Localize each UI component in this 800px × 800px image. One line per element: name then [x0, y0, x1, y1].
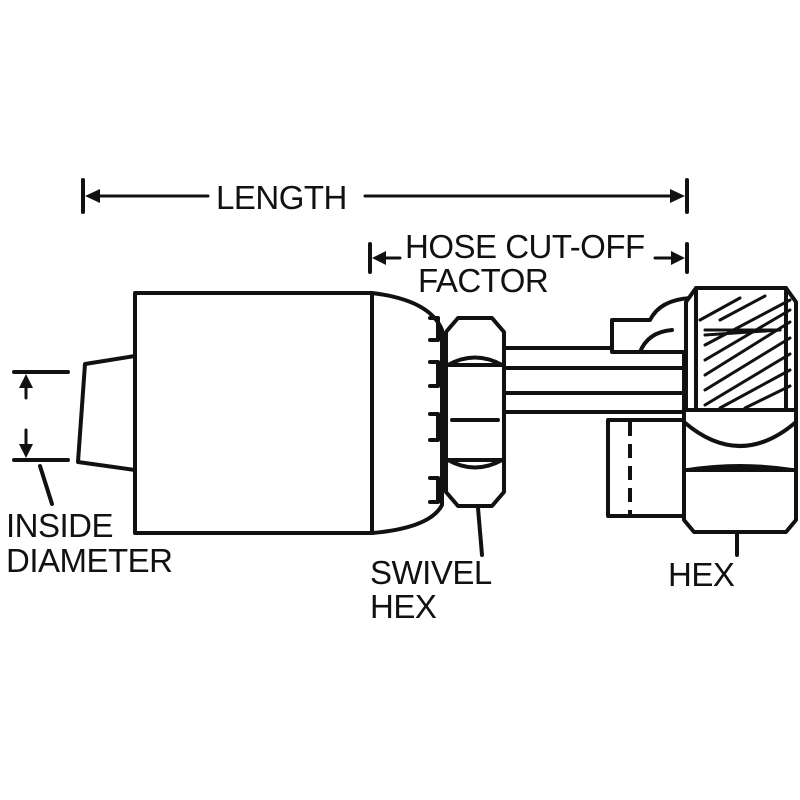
sleeve	[606, 418, 686, 518]
hex-nut	[682, 408, 798, 534]
cutoff-label-line1: HOSE CUT-OFF	[405, 228, 645, 265]
elbow-bend-curve	[638, 328, 674, 354]
hose-cutoff-dimension: HOSE CUT-OFF FACTOR	[368, 228, 689, 299]
cutoff-arrow-right	[671, 251, 685, 265]
elbow-tube	[502, 346, 686, 414]
id-arrow-top	[19, 374, 33, 388]
socket-shell	[133, 291, 444, 535]
id-leader	[38, 464, 54, 506]
length-dimension: LENGTH	[81, 178, 689, 216]
swivel-hex-leader	[476, 506, 484, 557]
inside-diameter-label-line1: INSIDE	[6, 507, 113, 544]
hex-label: HEX	[668, 556, 735, 593]
hex-callout: HEX	[668, 532, 739, 593]
length-label: LENGTH	[216, 179, 347, 216]
swivel-hex-callout: SWIVEL HEX	[370, 506, 492, 625]
id-arrow-bottom	[19, 444, 33, 458]
crimp-notches	[428, 316, 440, 504]
cutoff-label-line2: FACTOR	[418, 262, 548, 299]
elbow-bend	[610, 296, 692, 354]
length-arrow-left	[85, 189, 100, 203]
swivel-hex-label-line2: HEX	[370, 588, 437, 625]
length-arrow-right	[670, 189, 685, 203]
inside-diameter-dimension: INSIDE DIAMETER	[6, 370, 173, 579]
threaded-section	[684, 286, 798, 412]
cutoff-arrow-left	[372, 251, 386, 265]
swivel-hex-label-line1: SWIVEL	[370, 554, 492, 591]
hose-end	[76, 354, 137, 472]
inside-diameter-label-line2: DIAMETER	[6, 542, 173, 579]
swivel-hex-nut	[444, 316, 506, 508]
